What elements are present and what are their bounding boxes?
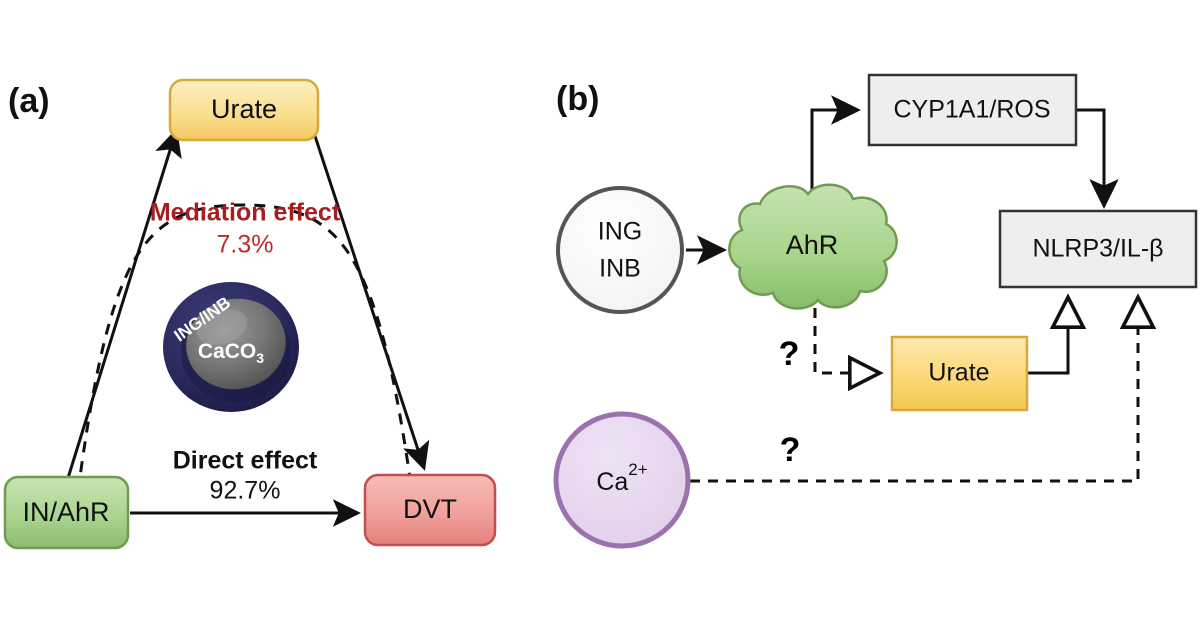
panel-b: (b) ? ? CYP1A1/ROS <box>553 73 1198 549</box>
node-ing-inb[interactable]: ING INB <box>556 186 684 314</box>
direct-effect-title: Direct effect <box>173 447 318 475</box>
node-ahr-shape[interactable] <box>728 183 898 310</box>
node-nlrp3-il-beta-label: NLRP3/IL-β <box>1032 235 1163 263</box>
edge-mediation-arc <box>76 203 414 493</box>
node-in-ahr-shape[interactable] <box>3 475 130 550</box>
node-in-ahr[interactable]: IN/AhR <box>3 475 130 550</box>
edge-urate-to-dvt <box>312 132 430 471</box>
nanoparticle-core <box>186 298 286 390</box>
nanoparticle-core-highlight <box>196 308 248 346</box>
node-in-ahr-label: IN/AhR <box>22 497 109 527</box>
node-dvt[interactable]: DVT <box>363 473 497 547</box>
node-urate-panel-b-label: Urate <box>928 359 989 387</box>
question-mark-ahr-urate: ? <box>779 335 800 373</box>
edge-cyp1a1-to-nlrp3 <box>1076 108 1119 209</box>
node-dvt-label: DVT <box>403 494 457 524</box>
edge-ahr-to-cyp1a1 <box>810 95 861 192</box>
node-dvt-shape[interactable] <box>363 473 497 547</box>
node-urate-panel-b-shape[interactable] <box>890 335 1029 412</box>
node-nlrp3-il-beta[interactable]: NLRP3/IL-β <box>998 209 1198 289</box>
node-calcium-label: Ca2+ <box>596 460 647 495</box>
node-ing-inb-label-line1: ING <box>598 218 642 246</box>
panel-a-label: (a) <box>8 82 50 120</box>
node-urate-panel-a-label: Urate <box>211 94 277 124</box>
node-ahr-label: AhR <box>786 230 839 260</box>
node-ahr[interactable]: AhR <box>728 183 898 310</box>
node-urate-panel-a[interactable]: Urate <box>168 78 320 142</box>
annotation-direct-effect: Direct effect 92.7% <box>173 447 318 505</box>
panel-b-label: (b) <box>556 80 599 118</box>
node-calcium[interactable]: Ca2+ <box>553 411 691 549</box>
mediation-effect-title: Mediation effect <box>150 199 341 227</box>
edge-ahr-to-urate <box>813 308 878 373</box>
node-cyp1a1-ros[interactable]: CYP1A1/ROS <box>867 73 1078 147</box>
node-cyp1a1-ros-shape[interactable] <box>867 73 1078 147</box>
node-ing-inb-shape[interactable] <box>556 186 684 314</box>
node-cyp1a1-ros-label: CYP1A1/ROS <box>893 96 1050 124</box>
question-mark-calcium: ? <box>780 431 801 469</box>
node-urate-panel-b[interactable]: Urate <box>890 335 1029 412</box>
node-ing-inb-label-line2: INB <box>599 255 641 283</box>
node-calcium-shape[interactable] <box>553 411 691 549</box>
panel-a: (a) Mediation effect 7.3% ING/INB <box>3 78 497 550</box>
edge-urate-to-nlrp3 <box>1027 299 1068 375</box>
edge-in-ahr-to-urate <box>66 128 182 479</box>
nanoparticle-illustration: ING/INB CaCO3 <box>163 282 299 412</box>
nanoparticle-inner-label: CaCO3 <box>198 340 264 366</box>
mediation-effect-value: 7.3% <box>217 231 274 259</box>
node-urate-panel-a-shape[interactable] <box>168 78 320 142</box>
annotation-mediation-effect: Mediation effect 7.3% <box>150 199 341 259</box>
direct-effect-value: 92.7% <box>210 477 281 505</box>
edge-calcium-to-nlrp3 <box>690 299 1138 483</box>
node-nlrp3-il-beta-shape[interactable] <box>998 209 1198 289</box>
